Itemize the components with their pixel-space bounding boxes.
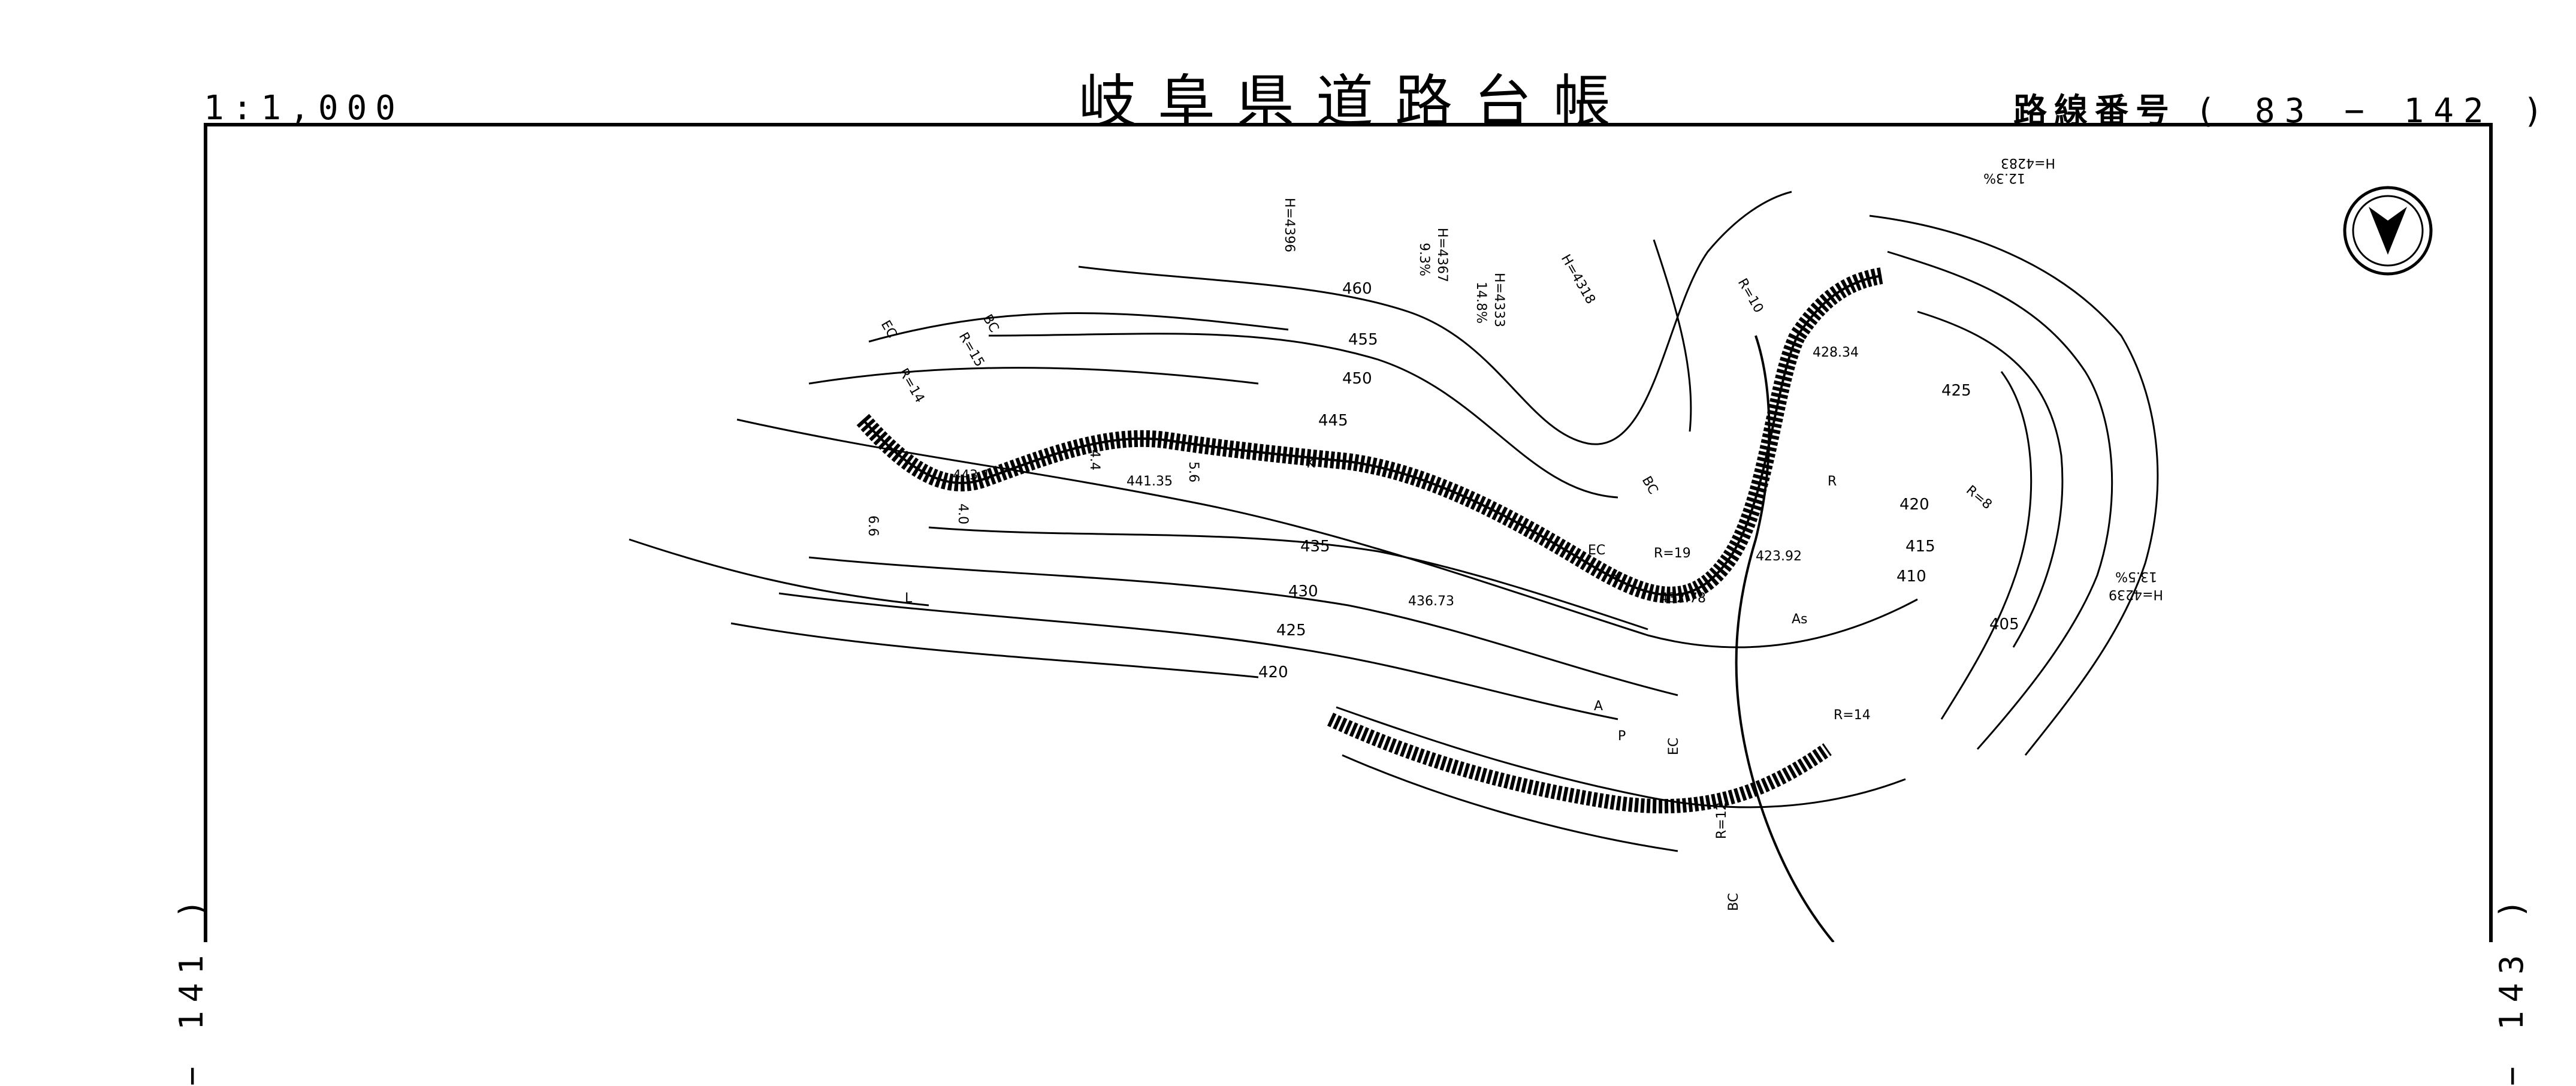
svg-text:R=15: R=15 [956,330,987,370]
svg-text:R=12: R=12 [1714,802,1729,839]
svg-text:EC: EC [1588,543,1605,558]
svg-text:460: 460 [1342,280,1372,298]
svg-text:14.8%: 14.8% [1473,282,1488,324]
svg-text:410: 410 [1896,568,1926,586]
svg-text:9.3%: 9.3% [1417,243,1432,276]
road-alignment [856,267,1883,942]
svg-text:420: 420 [1899,496,1929,514]
svg-text:425: 425 [1276,622,1306,639]
svg-text:4.4: 4.4 [1087,450,1102,470]
svg-text:K: K [1306,456,1315,471]
spot-heights: 428.34 423.92 432.78 436.73 443.1 441.35 [953,345,1859,609]
svg-text:H=4367: H=4367 [1435,228,1449,282]
svg-text:455: 455 [1348,331,1378,349]
svg-text:A: A [1594,699,1603,714]
contour-lines [629,191,2159,852]
map-symbols: As A R K L Y P 6.6 4.0 4.4 5.6 [865,450,1837,744]
svg-text:P: P [1618,729,1626,744]
svg-text:BC: BC [1726,893,1741,911]
svg-text:450: 450 [1342,370,1372,388]
svg-text:428.34: 428.34 [1813,345,1859,360]
svg-text:H=4333: H=4333 [1491,273,1506,327]
svg-text:EC: EC [1666,738,1681,755]
north-arrow-icon [2343,186,2433,276]
svg-text:H=4396: H=4396 [1282,198,1297,252]
scale-label: 1:1,000 [204,89,404,128]
svg-text:430: 430 [1288,583,1318,601]
svg-text:R=14: R=14 [896,366,928,406]
map-frame [204,123,2493,942]
svg-text:EC: EC [878,318,899,341]
svg-text:4.0: 4.0 [955,503,970,524]
svg-text:13.5%: 13.5% [2115,569,2157,584]
svg-text:425: 425 [1941,382,1971,400]
svg-text:436.73: 436.73 [1408,594,1454,609]
svg-text:L: L [905,591,913,606]
svg-text:BC: BC [980,312,1002,336]
svg-text:H=4239: H=4239 [2109,587,2163,602]
svg-text:H=4318: H=4318 [1558,252,1598,307]
svg-text:R=10: R=10 [1735,276,1766,316]
svg-text:12.3%: 12.3% [1983,170,2025,185]
svg-text:As: As [1792,612,1808,627]
road-plan-map: 460 455 450 445 435 430 425 420 425 420 … [629,155,2433,942]
svg-text:H=4283: H=4283 [2001,155,2055,170]
svg-text:415: 415 [1905,538,1935,556]
svg-text:432.78: 432.78 [1660,591,1706,606]
svg-text:BC: BC [1639,474,1661,497]
svg-text:R=8: R=8 [1963,482,1995,512]
svg-text:5.6: 5.6 [1186,461,1201,482]
svg-text:423.92: 423.92 [1756,549,1802,564]
svg-text:6.6: 6.6 [865,515,880,536]
svg-text:R=14: R=14 [1834,708,1871,723]
contour-labels: 460 455 450 445 435 430 425 420 425 420 … [1258,280,2019,681]
svg-text:Y: Y [1611,570,1620,585]
svg-text:405: 405 [1989,616,2019,634]
svg-text:445: 445 [1318,412,1348,430]
svg-text:420: 420 [1258,663,1288,681]
svg-text:443.1: 443.1 [953,468,990,483]
svg-text:441.35: 441.35 [1127,474,1173,489]
svg-text:R: R [1828,474,1837,489]
svg-text:R=19: R=19 [1654,546,1691,561]
svg-text:435: 435 [1300,538,1330,556]
